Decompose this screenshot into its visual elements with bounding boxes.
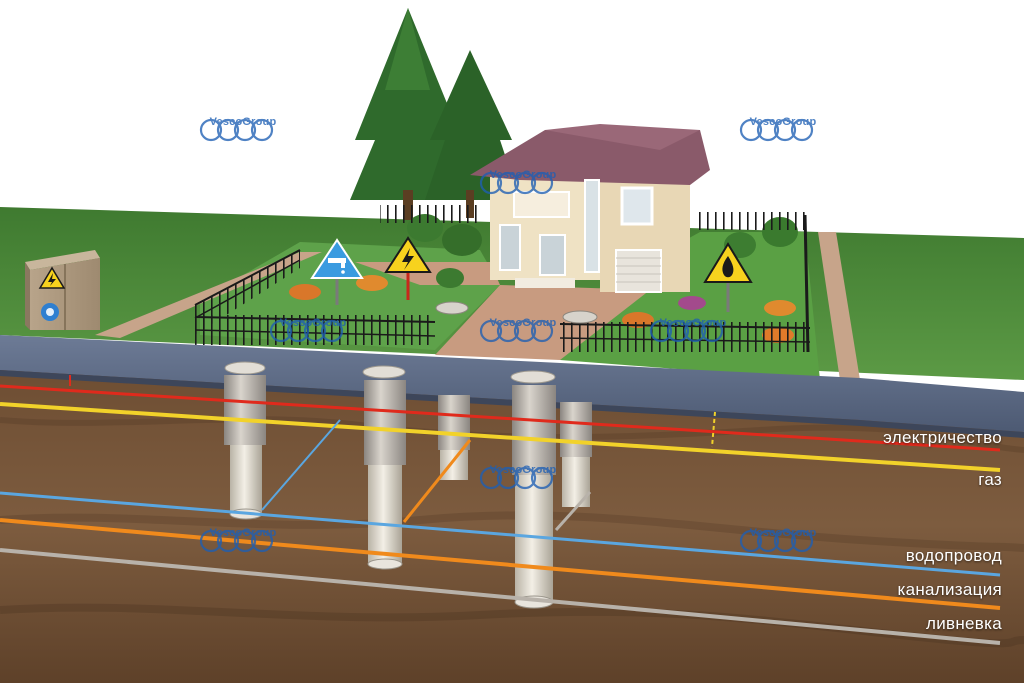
sewer-line — [0, 518, 1001, 610]
gas-line — [0, 402, 1001, 472]
electricity-line — [0, 384, 1001, 452]
watermark-text: VescoGroup — [659, 317, 727, 329]
vescogroup-logo-icon — [479, 319, 554, 343]
storm-line — [0, 548, 1001, 645]
flammable-gas-sign — [703, 242, 753, 312]
cabinet-voltage-sign — [38, 266, 66, 289]
watermark: VescoGroup — [478, 317, 568, 343]
watermark: VescoGroup — [198, 116, 288, 142]
watermark-text: VescoGroup — [749, 116, 817, 128]
watermark: VescoGroup — [738, 527, 828, 553]
watermark: VescoGroup — [198, 527, 288, 553]
watermark-text: VescoGroup — [279, 317, 347, 329]
service-branches — [69, 375, 716, 532]
yard-manholes — [435, 301, 598, 324]
high-voltage-sign — [384, 236, 432, 300]
watermark-text: VescoGroup — [209, 116, 277, 128]
water-line — [0, 491, 1001, 577]
watermark-text: VescoGroup — [749, 527, 817, 539]
house — [470, 124, 710, 293]
water-tap-sign — [310, 238, 364, 305]
vescogroup-logo-icon — [199, 118, 274, 142]
electrical-cabinet — [25, 250, 100, 330]
watermark: VescoGroup — [738, 116, 828, 142]
vescogroup-logo-icon — [479, 466, 554, 490]
vescogroup-logo-icon — [269, 319, 344, 343]
vescogroup-logo-icon — [739, 529, 814, 553]
watermark: VescoGroup — [478, 169, 568, 195]
watermark-text: VescoGroup — [209, 527, 277, 539]
watermark: VescoGroup — [268, 317, 358, 343]
label-electricity: электричество — [883, 428, 1002, 447]
flame-icon — [722, 256, 734, 278]
vescogroup-logo-icon — [649, 319, 724, 343]
watermark: VescoGroup — [648, 317, 738, 343]
label-gas: газ — [978, 470, 1002, 489]
sidewalk-right — [818, 232, 860, 380]
vescogroup-logo-icon — [479, 171, 554, 195]
lightning-bolt-icon — [402, 248, 414, 270]
label-storm: ливневка — [926, 614, 1002, 633]
watermark: VescoGroup — [478, 464, 568, 490]
watermark-text: VescoGroup — [489, 169, 557, 181]
water-tap-icon — [328, 258, 346, 274]
lightning-bolt-icon — [48, 273, 56, 286]
vescogroup-logo-icon — [199, 529, 274, 553]
road — [0, 335, 1024, 432]
vescogroup-logo-icon — [739, 118, 814, 142]
label-water: водопровод — [905, 546, 1002, 565]
label-sewer: канализация — [897, 580, 1002, 599]
utility-lines — [0, 384, 1001, 645]
watermark-text: VescoGroup — [489, 464, 557, 476]
watermark-text: VescoGroup — [489, 317, 557, 329]
